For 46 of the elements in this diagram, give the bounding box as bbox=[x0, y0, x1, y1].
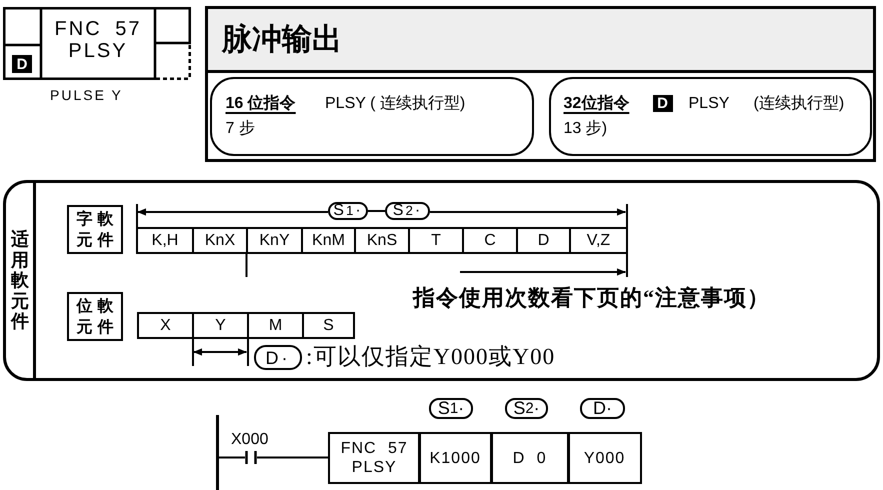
step-count: 7 步 bbox=[226, 118, 255, 138]
table-cell: KnX bbox=[192, 227, 248, 254]
underlined-heading: 16 位指令 bbox=[226, 94, 296, 114]
instruction-cell: Y000 bbox=[567, 432, 642, 484]
range-tick bbox=[246, 338, 248, 366]
mode-box bbox=[549, 77, 872, 156]
table-cell: KnS bbox=[354, 227, 410, 254]
step-count: 13 步) bbox=[564, 118, 608, 138]
letter-badge: D bbox=[12, 55, 32, 73]
note-text: 指令使用次数看下页的“注意事项） bbox=[413, 284, 770, 312]
mode-text: (连续执行型) bbox=[754, 94, 844, 114]
range-tick bbox=[136, 204, 138, 228]
table-cell: M bbox=[247, 312, 304, 339]
table-cell: X bbox=[137, 312, 194, 339]
instruction-name: FNC 57 PLSY bbox=[54, 18, 142, 62]
connector-line bbox=[219, 456, 245, 458]
instruction-cell: D 0 bbox=[490, 432, 570, 484]
range-tick bbox=[192, 338, 194, 366]
table-cell: D bbox=[516, 227, 571, 254]
contact-label: X000 bbox=[231, 431, 268, 449]
function-name: PULSE Y bbox=[50, 87, 123, 103]
table-cell: KnY bbox=[246, 227, 303, 254]
power-rail bbox=[216, 415, 219, 490]
table-cell: C bbox=[462, 227, 518, 254]
connector-line bbox=[257, 456, 328, 458]
table-cell: KnM bbox=[301, 227, 356, 254]
table-cell: Y bbox=[192, 312, 249, 339]
instruction-cell: K1000 bbox=[418, 432, 492, 484]
underlined-heading: 32位指令 bbox=[564, 94, 630, 114]
side-heading: 适用軟元件 bbox=[10, 229, 30, 332]
panel-heading: 脉冲输出 bbox=[208, 9, 873, 73]
device-type-box: 位軟元件 bbox=[67, 292, 123, 341]
device-panel bbox=[3, 180, 880, 381]
table-cell: S bbox=[302, 312, 355, 339]
instruction-panel bbox=[205, 6, 876, 162]
device-type-box: 字軟元件 bbox=[67, 205, 123, 254]
table-cell: K,H bbox=[136, 227, 194, 254]
mode-text: PLSY ( 连续执行型) bbox=[325, 94, 466, 114]
range-tick bbox=[626, 204, 628, 277]
mode-box bbox=[210, 77, 534, 156]
letter-badge: D bbox=[652, 94, 672, 112]
table-cell: T bbox=[408, 227, 464, 254]
note-text: :可以仅指定Y000或Y00 bbox=[306, 343, 556, 370]
instruction-cell: FNC 57 PLSY bbox=[328, 432, 420, 484]
table-cell: V,Z bbox=[569, 227, 628, 254]
mode-text: PLSY bbox=[688, 94, 730, 114]
